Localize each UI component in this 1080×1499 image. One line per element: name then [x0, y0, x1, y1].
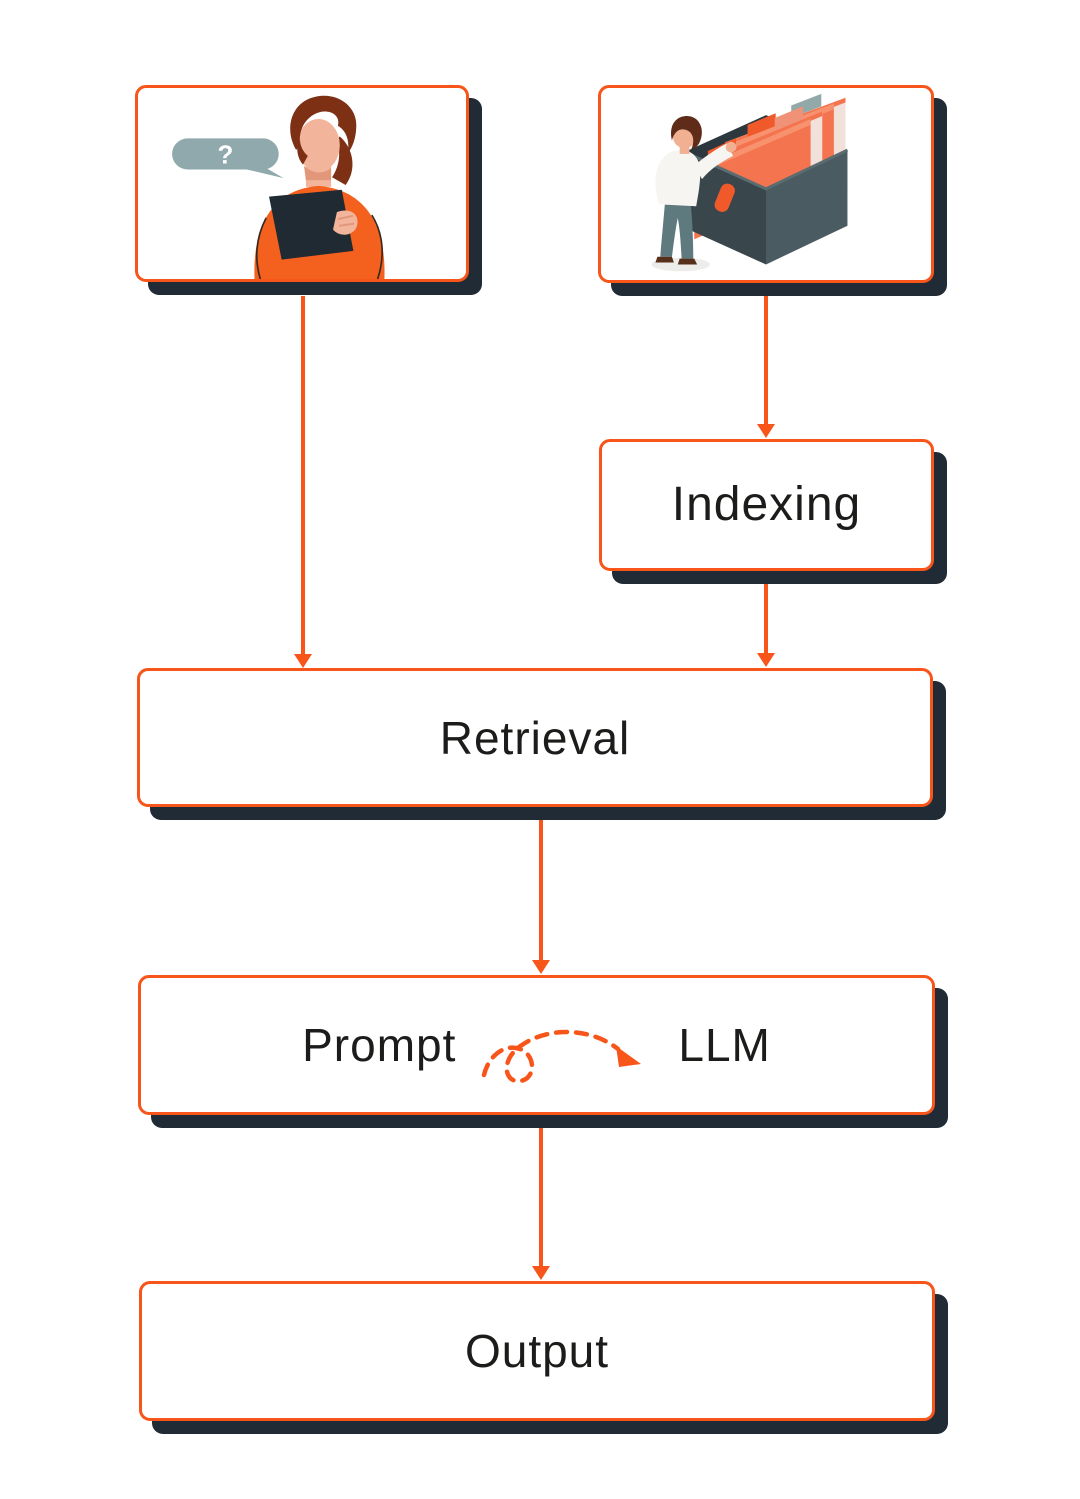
arrow-head-icon — [757, 653, 775, 667]
pulled-folder — [714, 183, 735, 212]
arrow-head-icon — [757, 424, 775, 438]
question-mark-icon: ? — [217, 140, 233, 170]
output-label: Output — [464, 1325, 610, 1377]
node-output: Output — [139, 1281, 935, 1421]
question-person-illustration: ? — [172, 95, 385, 279]
arrow-line — [764, 296, 768, 424]
arrow-retrieval-to-prompt — [531, 820, 551, 974]
dashed-curl-arrow-icon — [482, 1029, 642, 1084]
person-hair-back — [332, 136, 353, 185]
arrow-user-to-retrieval — [293, 296, 313, 668]
node-prompt-llm: Prompt LLM — [138, 975, 935, 1115]
folders — [694, 93, 846, 240]
hand-fingers — [337, 215, 355, 227]
person-hair — [290, 95, 357, 154]
filing-person — [651, 116, 737, 272]
arrow-line — [301, 296, 305, 654]
arrow-line — [539, 1128, 543, 1266]
sleeve-fold-right — [371, 214, 383, 279]
tablet — [269, 189, 354, 260]
sleeve-fold-left — [256, 217, 267, 279]
node-retrieval: Retrieval — [137, 668, 933, 807]
arrow-head-icon — [532, 1266, 550, 1280]
arrow-prompt-to-output — [531, 1128, 551, 1280]
arrow-head-icon — [294, 654, 312, 668]
arrow-line — [764, 584, 768, 653]
node-indexing: Indexing — [599, 439, 934, 571]
arrow-head-icon — [532, 960, 550, 974]
person-face — [297, 119, 340, 172]
question-speech-bubble: ? — [172, 138, 284, 179]
user-question-card: ? — [135, 85, 469, 282]
person-neck-shadow — [303, 165, 332, 181]
file-box-illustration — [651, 93, 849, 272]
arrow-indexing-to-retrieval — [756, 584, 776, 667]
prompt-label: Prompt — [302, 1019, 457, 1071]
indexing-label: Indexing — [671, 478, 862, 531]
arrow-line — [539, 820, 543, 960]
file-box-card — [598, 85, 934, 283]
retrieval-label: Retrieval — [439, 711, 631, 764]
arrow-files-to-indexing — [756, 296, 776, 438]
llm-label: LLM — [678, 1019, 771, 1071]
box-right-face — [766, 150, 848, 265]
person-sideburn — [297, 140, 308, 165]
